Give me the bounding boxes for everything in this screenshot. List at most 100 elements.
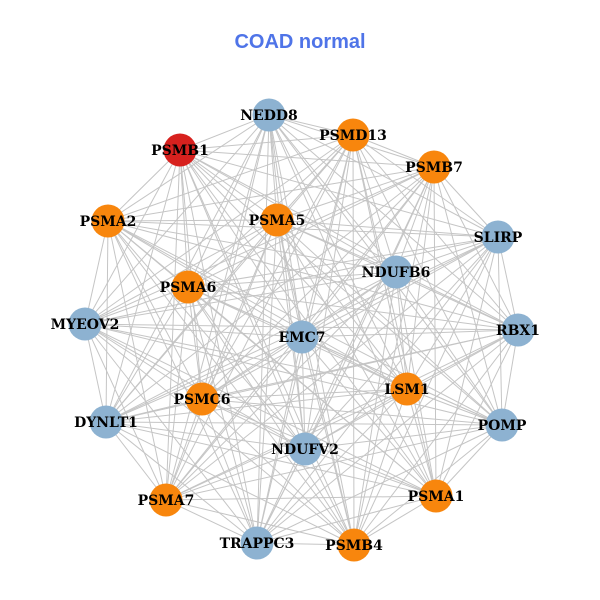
graph-edge xyxy=(187,286,306,450)
graph-edge xyxy=(84,323,203,400)
graph-edge xyxy=(395,271,503,426)
graph-edge xyxy=(84,323,107,423)
graph-edge xyxy=(179,149,306,450)
graph-edge xyxy=(84,236,499,325)
graph-edge xyxy=(165,271,397,501)
graph-edge xyxy=(165,236,499,501)
graph-edge xyxy=(433,166,503,426)
node-label-psma1: PSMA1 xyxy=(408,489,465,505)
graph-edge xyxy=(179,149,355,546)
node-label-psma5: PSMA5 xyxy=(249,213,306,229)
graph-edge xyxy=(395,271,408,390)
graph-edge xyxy=(353,271,397,546)
graph-node-psma1 xyxy=(419,479,453,513)
node-label-myeov2: MYEOV2 xyxy=(51,317,120,333)
graph-edge xyxy=(301,336,355,546)
graph-edge xyxy=(301,336,437,497)
graph-edge xyxy=(301,166,435,338)
node-layer xyxy=(68,98,535,562)
graph-edge xyxy=(304,388,408,450)
graph-edge xyxy=(84,219,278,325)
node-label-psmb1: PSMB1 xyxy=(151,143,209,159)
graph-edge xyxy=(107,220,306,450)
graph-edge xyxy=(84,323,167,501)
node-label-nedd8: NEDD8 xyxy=(240,108,298,124)
graph-node-psmc6 xyxy=(185,382,219,416)
graph-node-emc7 xyxy=(285,320,319,354)
node-label-psma7: PSMA7 xyxy=(138,493,195,509)
graph-edge xyxy=(256,495,437,544)
graph-edge xyxy=(165,448,306,501)
graph-edge xyxy=(256,424,503,544)
graph-node-lsm1 xyxy=(390,372,424,406)
graph-edge xyxy=(301,336,408,390)
graph-edge xyxy=(268,114,306,450)
graph-edge xyxy=(107,220,397,273)
graph-edge xyxy=(105,336,303,423)
graph-node-psmb1 xyxy=(163,133,197,167)
graph-edge xyxy=(435,236,499,497)
graph-edge xyxy=(107,220,167,501)
node-label-psma6: PSMA6 xyxy=(160,280,217,296)
graph-edge xyxy=(187,271,397,288)
graph-edge xyxy=(201,336,303,400)
graph-edge xyxy=(395,236,499,273)
graph-edge xyxy=(105,388,408,423)
graph-edge xyxy=(105,271,397,423)
graph-edge xyxy=(352,134,437,497)
node-label-psmb4: PSMB4 xyxy=(325,538,383,554)
graph-edge xyxy=(179,149,258,544)
graph-edge xyxy=(84,323,437,497)
graph-node-pomp xyxy=(485,408,519,442)
graph-edge xyxy=(105,421,306,450)
graph-edge xyxy=(395,166,435,273)
graph-edge xyxy=(301,329,519,338)
node-label-psmb7: PSMB7 xyxy=(405,160,463,176)
graph-node-psma7 xyxy=(149,483,183,517)
graph-edge xyxy=(165,219,278,501)
graph-edge xyxy=(268,114,278,221)
node-label-lsm1: LSM1 xyxy=(384,382,429,398)
graph-edge xyxy=(276,219,355,546)
node-label-psma2: PSMA2 xyxy=(80,214,137,230)
node-label-psmc6: PSMC6 xyxy=(173,392,230,408)
graph-edge xyxy=(84,323,303,338)
edge-layer xyxy=(84,114,519,546)
graph-edge xyxy=(105,329,519,423)
graph-edge xyxy=(165,329,519,501)
node-label-slirp: SLIRP xyxy=(474,230,523,246)
graph-edge xyxy=(165,286,189,501)
graph-edge xyxy=(433,166,437,497)
chart-title: COAD normal xyxy=(234,31,366,53)
graph-edge xyxy=(201,398,306,450)
graph-edge xyxy=(105,219,278,423)
graph-edge xyxy=(165,336,303,501)
graph-edge xyxy=(107,134,354,222)
graph-edge xyxy=(304,166,435,450)
graph-edge xyxy=(353,388,408,546)
graph-edge xyxy=(107,166,435,222)
graph-edge xyxy=(395,271,519,331)
graph-edge xyxy=(187,286,355,546)
graph-edge xyxy=(406,166,435,390)
graph-edge xyxy=(304,134,354,450)
graph-edge xyxy=(84,323,355,546)
graph-edge xyxy=(276,219,437,497)
graph-node-myeov2 xyxy=(68,307,102,341)
graph-edge xyxy=(268,114,519,331)
graph-node-slirp xyxy=(481,220,515,254)
graph-node-psmb7 xyxy=(417,150,451,184)
graph-edge xyxy=(107,220,303,338)
node-label-ndufv2: NDUFV2 xyxy=(271,442,339,458)
graph-edge xyxy=(179,149,435,168)
graph-edge xyxy=(84,220,109,325)
graph-edge xyxy=(435,329,519,497)
graph-edge xyxy=(304,236,499,450)
graph-edge xyxy=(352,134,355,546)
node-label-ndufb6: NDUFB6 xyxy=(362,265,431,281)
graph-edge xyxy=(304,424,503,450)
graph-node-psma6 xyxy=(171,270,205,304)
graph-node-ndufb6 xyxy=(379,255,413,289)
graph-edge xyxy=(179,149,303,338)
